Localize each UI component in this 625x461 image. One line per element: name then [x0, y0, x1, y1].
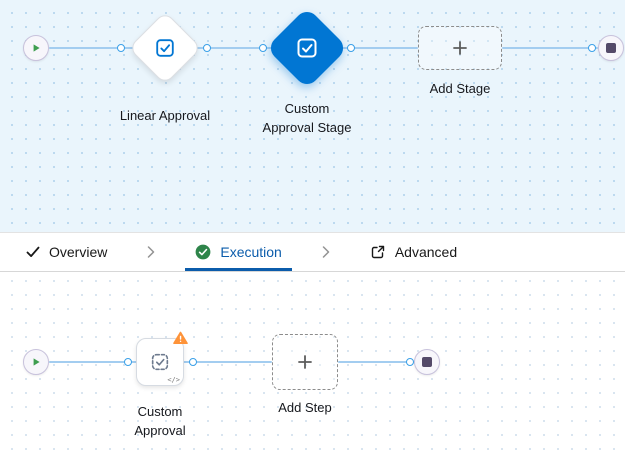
play-icon: [31, 357, 41, 367]
tab-label: Execution: [220, 244, 282, 260]
plus-icon: [452, 40, 468, 56]
connector-dot: [117, 44, 125, 52]
connector-line: [338, 361, 414, 363]
chevron-right-icon: [147, 233, 155, 271]
add-stage-label: Add Stage: [429, 81, 491, 96]
add-step-button[interactable]: [272, 334, 338, 390]
code-icon: </>: [167, 376, 180, 384]
stage-node-custom-approval[interactable]: [265, 6, 349, 90]
approval-icon: [295, 36, 319, 60]
stop-icon: [422, 357, 432, 367]
tab-execution[interactable]: Execution: [185, 233, 292, 271]
check-circle-icon: [195, 244, 211, 260]
check-icon: [26, 246, 40, 258]
stage-label-custom-approval: Custom Approval Stage: [262, 101, 352, 135]
plus-icon: [297, 354, 313, 370]
end-node[interactable]: [598, 35, 624, 61]
step-label-custom-approval: Custom Approval: [134, 404, 186, 438]
tab-advanced[interactable]: Advanced: [360, 233, 467, 271]
connector-dot: [588, 44, 596, 52]
start-node[interactable]: [23, 349, 49, 375]
stage-label-linear-approval: Linear Approval: [119, 108, 211, 123]
advanced-icon: [370, 244, 386, 260]
connector-dot: [406, 358, 414, 366]
end-node[interactable]: [414, 349, 440, 375]
add-stage-button[interactable]: [418, 26, 502, 70]
start-node[interactable]: [23, 35, 49, 61]
tab-overview[interactable]: Overview: [16, 233, 117, 271]
connector-dot: [124, 358, 132, 366]
connector-dot: [189, 358, 197, 366]
chevron-right-icon: [322, 233, 330, 271]
connector-dot: [203, 44, 211, 52]
stage-tab-bar: Overview Execution Advanced: [0, 232, 625, 272]
play-icon: [31, 43, 41, 53]
custom-approval-icon: [149, 351, 171, 373]
tab-label: Overview: [49, 244, 108, 260]
connector-dot: [259, 44, 267, 52]
warning-icon: [173, 331, 188, 345]
add-step-label: Add Step: [278, 400, 332, 415]
step-node-custom-approval[interactable]: </>: [136, 338, 184, 386]
connector-dot: [347, 44, 355, 52]
tab-label: Advanced: [394, 244, 458, 260]
connector-line: [49, 47, 418, 49]
step-canvas: </> Custom Approval Add Step: [0, 272, 625, 461]
stage-node-linear-approval[interactable]: [128, 11, 202, 85]
stage-canvas: Linear Approval Custom Approval Stage Ad…: [0, 0, 625, 232]
stop-icon: [606, 43, 616, 53]
connector-line: [502, 47, 598, 49]
approval-icon: [154, 37, 176, 59]
